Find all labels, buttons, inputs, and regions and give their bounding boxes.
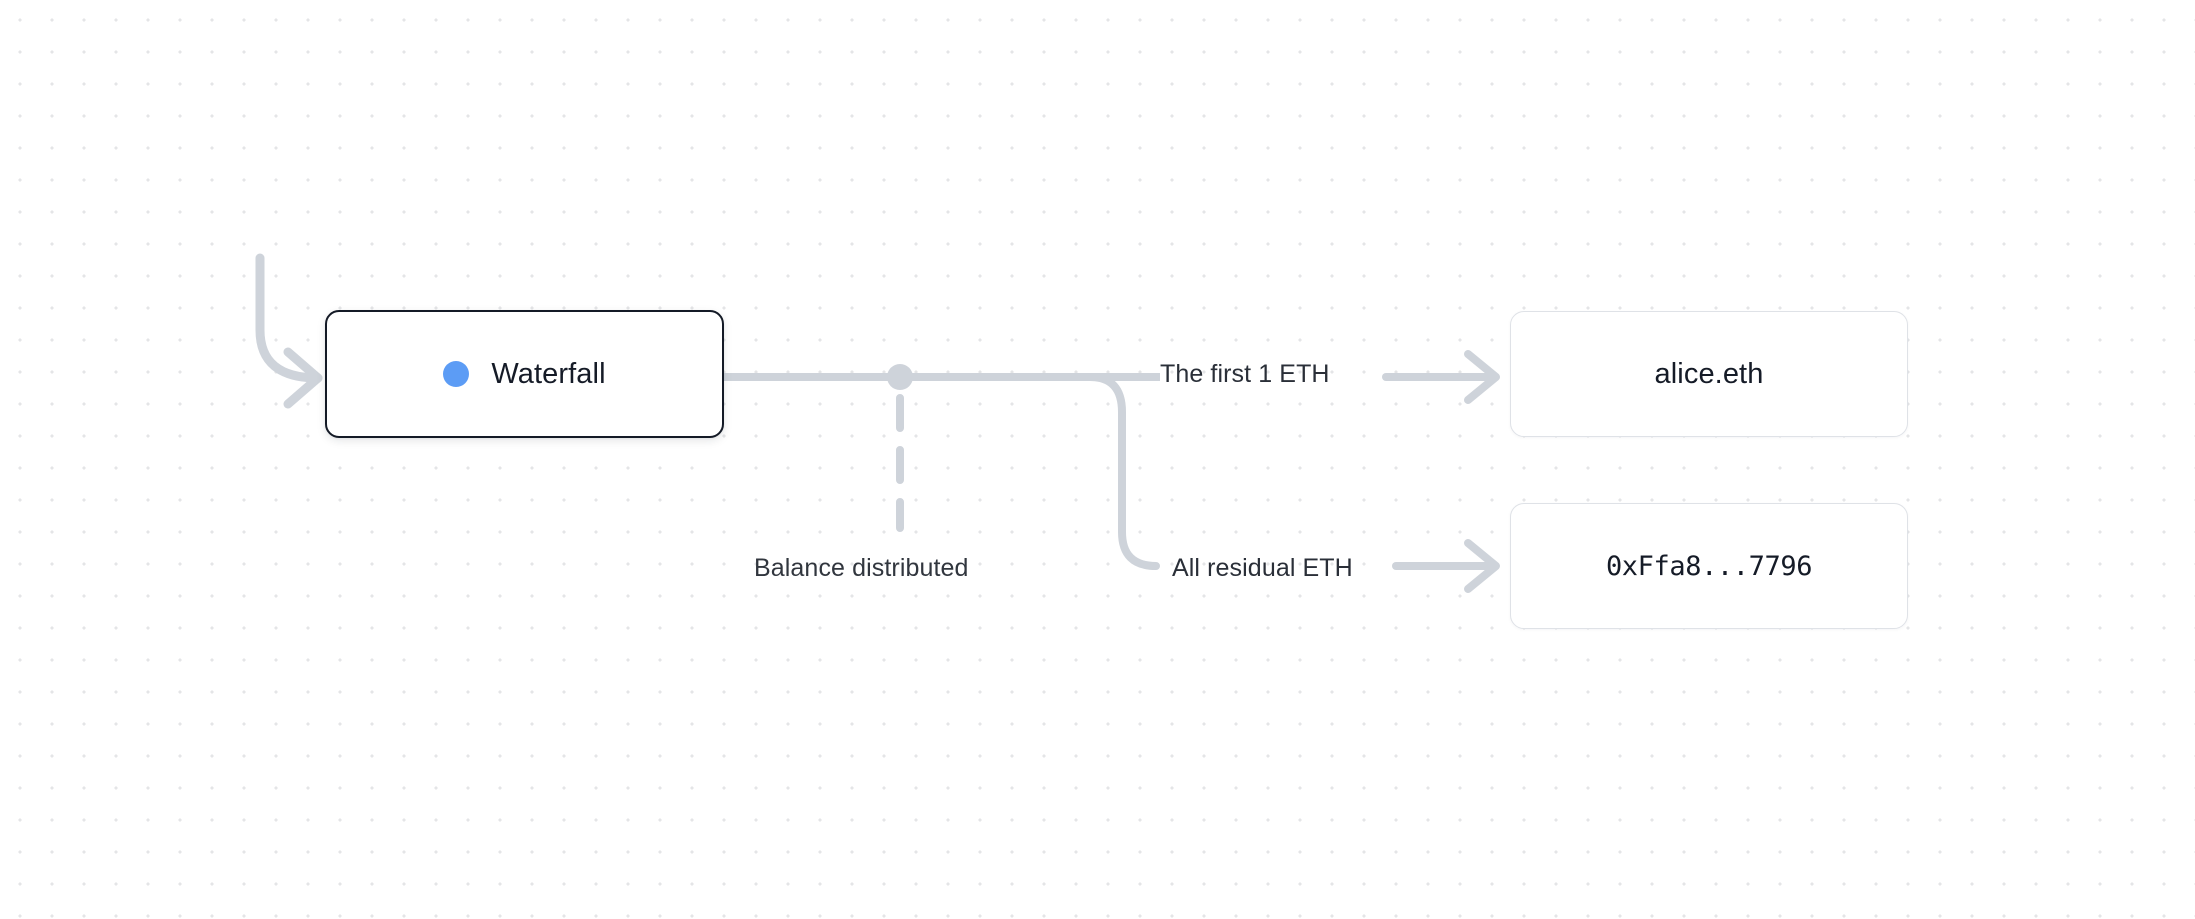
node-alice-eth-label: alice.eth bbox=[1654, 357, 1764, 390]
edge-arrow-residual bbox=[1392, 539, 1500, 593]
edge-label-all-residual-eth[interactable]: All residual ETH bbox=[1172, 554, 1353, 582]
edge-incoming bbox=[255, 253, 323, 409]
edge-label-balance-distributed[interactable]: Balance distributed bbox=[754, 554, 969, 582]
node-residual-address-label: 0xFfa8...7796 bbox=[1605, 550, 1813, 582]
edge-to-residual-curve bbox=[1086, 373, 1160, 570]
node-alice-eth[interactable]: alice.eth bbox=[1510, 311, 1908, 437]
edge-arrow-alice bbox=[1382, 350, 1500, 404]
edge-label-first-eth[interactable]: The first 1 ETH bbox=[1160, 360, 1330, 388]
node-waterfall[interactable]: Waterfall bbox=[325, 310, 724, 438]
node-waterfall-label: Waterfall bbox=[491, 357, 606, 390]
node-residual-address[interactable]: 0xFfa8...7796 bbox=[1510, 503, 1908, 629]
split-handle-dot[interactable] bbox=[887, 364, 913, 390]
status-dot-icon bbox=[443, 361, 470, 387]
